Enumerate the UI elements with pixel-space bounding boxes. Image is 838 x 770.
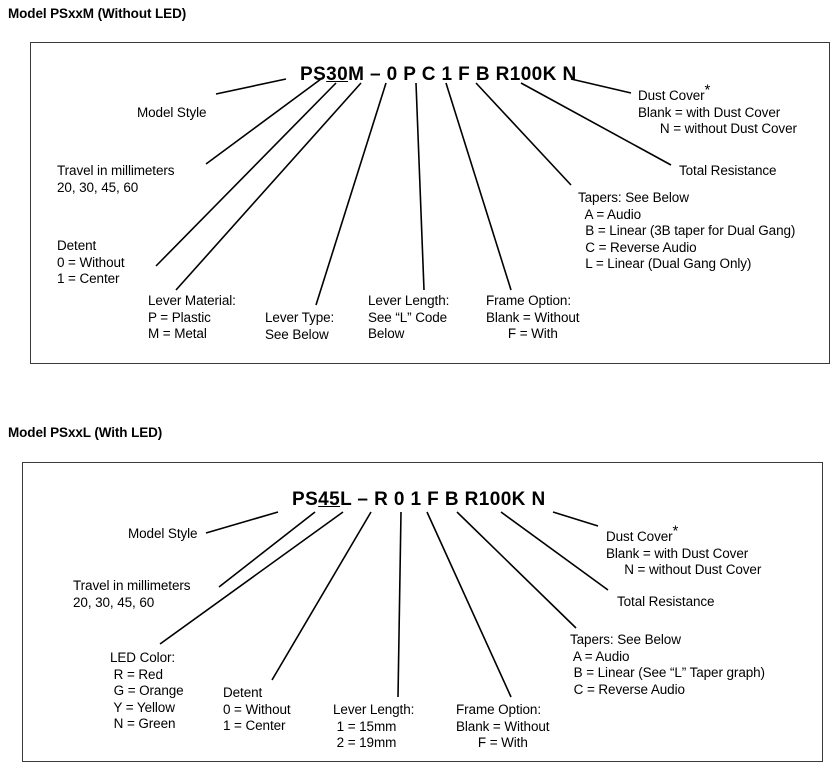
callout-dust-cover-m: Dust Cover* Blank = with Dust Cover N = …	[638, 83, 797, 138]
callout-frame-option-m: Frame Option: Blank = Without F = With	[486, 293, 580, 341]
callout-model-style-m: Model Style	[137, 105, 207, 120]
diagram-title-psxxm: Model PSxxM (Without LED)	[8, 6, 187, 21]
diagram-title-psxxl: Model PSxxL (With LED)	[8, 425, 163, 440]
part-number-psxxl: PS45L – R 0 1 F B R100K N	[292, 489, 546, 511]
callout-frame-option-l: Frame Option: Blank = Without F = With	[456, 702, 550, 750]
callout-tapers-l: Tapers: See Below A = Audio B = Linear (…	[570, 632, 765, 697]
dust-cover-body-l: Blank = with Dust Cover N = without Dust…	[606, 545, 762, 578]
callout-model-style-l: Model Style	[128, 526, 198, 541]
callout-dust-cover-l: Dust Cover* Blank = with Dust Cover N = …	[606, 524, 762, 579]
callout-travel-l: Travel in millimeters 20, 30, 45, 60	[73, 578, 191, 610]
dust-cover-title-l: Dust Cover	[606, 529, 673, 544]
callout-travel-m: Travel in millimeters 20, 30, 45, 60	[57, 163, 175, 195]
part-number-suffix: M – 0 P C 1 F B R100K N	[348, 64, 577, 85]
part-number-travel: 30	[326, 64, 349, 85]
part-number-prefix: PS	[300, 64, 327, 85]
footnote-asterisk-l: *	[672, 522, 679, 540]
callout-detent-m: Detent 0 = Without 1 = Center	[57, 238, 125, 286]
callout-detent-l: Detent 0 = Without 1 = Center	[223, 685, 291, 733]
callout-total-resistance-m: Total Resistance	[679, 163, 777, 178]
part-number-psxxm: PS30M – 0 P C 1 F B R100K N	[300, 64, 577, 86]
footnote-asterisk-m: *	[704, 81, 711, 99]
part-number-travel: 45	[318, 489, 341, 510]
part-number-suffix: L – R 0 1 F B R100K N	[340, 489, 546, 510]
callout-lever-material-m: Lever Material: P = Plastic M = Metal	[148, 293, 236, 341]
part-number-prefix: PS	[292, 489, 319, 510]
callout-total-resistance-l: Total Resistance	[617, 594, 715, 609]
callout-lever-length-l: Lever Length: 1 = 15mm 2 = 19mm	[333, 702, 415, 750]
callout-led-color-l: LED Color: R = Red G = Orange Y = Yellow…	[110, 650, 184, 731]
dust-cover-title-m: Dust Cover	[638, 88, 705, 103]
callout-lever-length-m: Lever Length: See “L” Code Below	[368, 293, 450, 341]
dust-cover-body-m: Blank = with Dust Cover N = without Dust…	[638, 104, 797, 137]
callout-lever-type-m: Lever Type: See Below	[265, 310, 335, 342]
callout-tapers-m: Tapers: See Below A = Audio B = Linear (…	[578, 190, 796, 271]
